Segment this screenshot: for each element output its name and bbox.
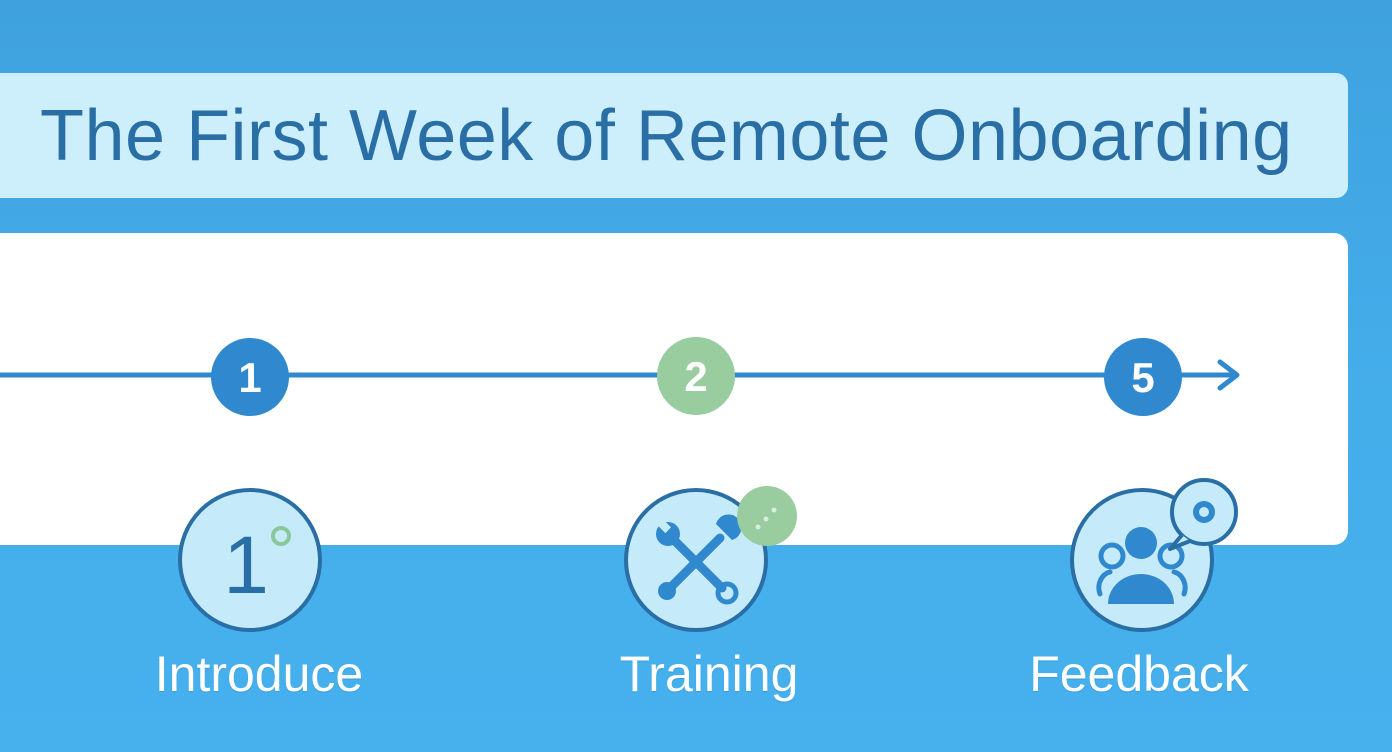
icon-one-glyph: 1 [223, 520, 269, 611]
tools-icon [624, 486, 797, 632]
page-title: The First Week of Remote Onboarding [40, 96, 1293, 176]
step-number-2: 2 [684, 353, 707, 400]
step-marker-1: 1 [211, 338, 289, 416]
step-label-feedback: Feedback [1029, 646, 1249, 702]
timeline-arrow-icon [1217, 359, 1240, 391]
step-number-1: 1 [238, 354, 261, 401]
step-number-3: 5 [1131, 354, 1154, 401]
step-marker-2: 2 [657, 337, 735, 415]
step-label-training: Training [619, 646, 799, 702]
team-feedback-icon [1070, 478, 1238, 632]
number-one-icon: 1 [178, 488, 322, 632]
step-marker-3: 5 [1104, 338, 1182, 416]
step-label-introduce: Introduce [154, 646, 364, 702]
title-banner [0, 73, 1348, 198]
